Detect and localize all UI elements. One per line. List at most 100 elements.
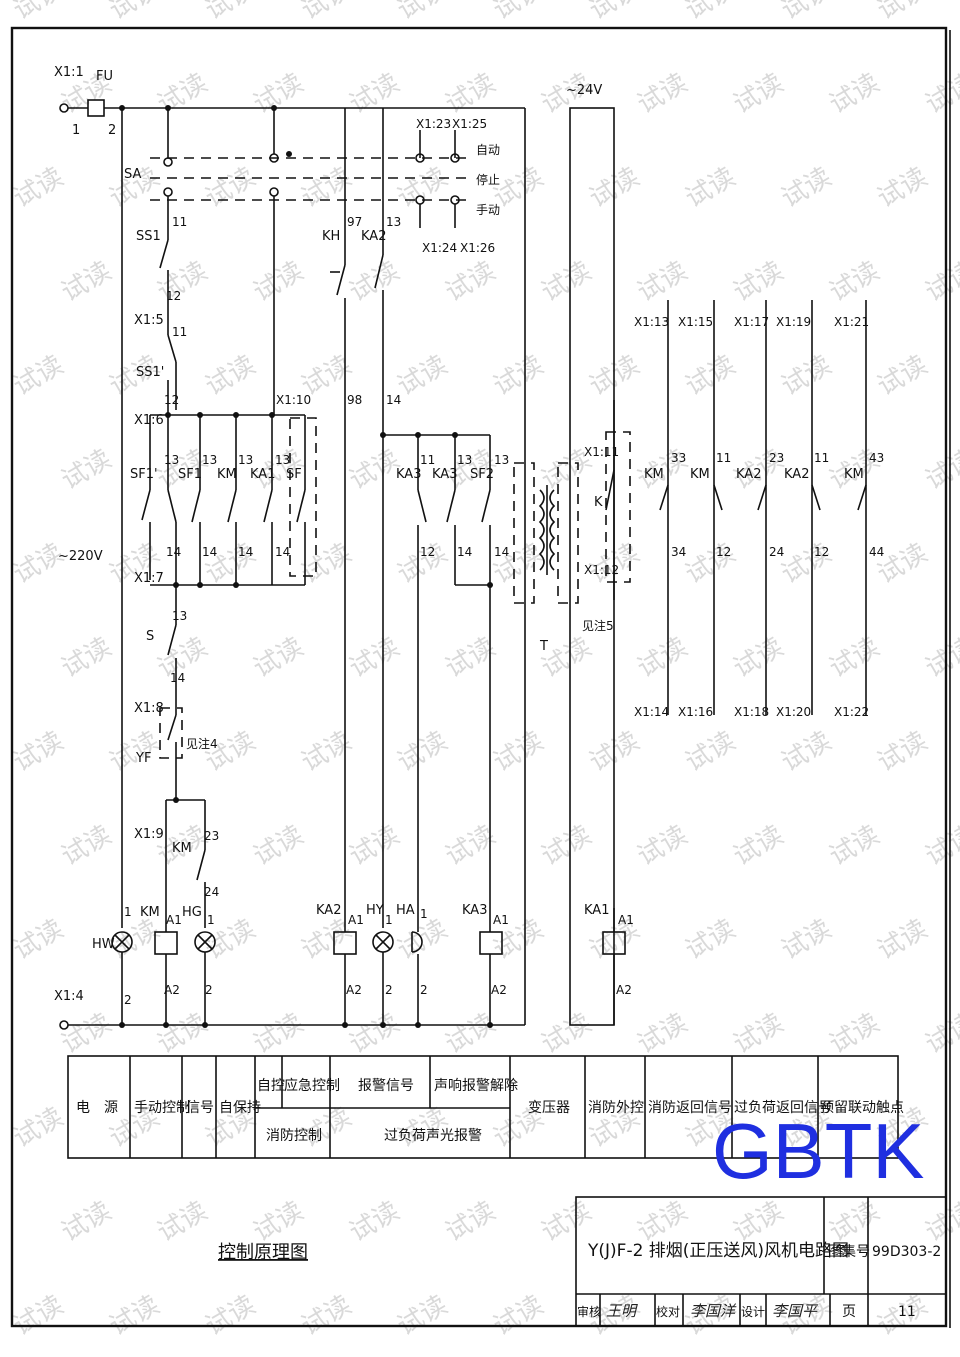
label-km-a1: A1 — [166, 913, 182, 927]
watermark-text: 试读 — [777, 350, 837, 402]
watermark-text: 试读 — [249, 256, 309, 308]
watermark-text: 试读 — [825, 256, 885, 308]
watermark-text: 试读 — [777, 726, 837, 778]
label-n14f: 14 — [386, 393, 401, 407]
label-ka3-11: KA3 — [396, 467, 421, 482]
watermark-text: 试读 — [345, 1196, 405, 1248]
watermark-text: 试读 — [825, 820, 885, 872]
label-n24b: 24 — [769, 545, 784, 559]
label-hg-1: 1 — [207, 913, 215, 927]
label-hy-1: 1 — [385, 913, 393, 927]
label-n44: 44 — [869, 545, 884, 559]
watermark-text: 试读 — [873, 914, 933, 966]
label-t2: 2 — [108, 123, 116, 138]
label-sf: SF — [286, 467, 302, 482]
watermark-text: 试读 — [873, 0, 933, 26]
label-n11a: 11 — [172, 215, 187, 229]
label-ha-1: 1 — [420, 907, 428, 921]
watermark-text: 试读 — [9, 538, 69, 590]
watermark-text: 试读 — [57, 1008, 117, 1060]
label-x1-17: X1:17 — [734, 315, 769, 329]
watermark-text: 试读 — [489, 0, 549, 26]
label-n14h: 14 — [494, 545, 509, 559]
watermark-text: 试读 — [681, 350, 741, 402]
watermark-text: 试读 — [729, 68, 789, 120]
watermark-text: 试读 — [441, 632, 501, 684]
design-signature: 李国平 — [772, 1302, 819, 1320]
label-n13a: 13 — [164, 453, 179, 467]
watermark-text: 试读 — [297, 162, 357, 214]
watermark-text: 试读 — [57, 820, 117, 872]
watermark-text: 试读 — [441, 256, 501, 308]
label-x1-4: X1:4 — [54, 989, 84, 1004]
cell-overload-return: 过负荷返回信号 — [734, 1100, 832, 1116]
label-n24: 24 — [204, 885, 219, 899]
cell-emergency: 应急控制 — [284, 1077, 340, 1094]
watermark-text: 试读 — [9, 914, 69, 966]
label-ka3-a1: A1 — [493, 913, 509, 927]
cell-manual-ctrl: 手动控制 — [134, 1100, 190, 1116]
label-x1-1: X1:1 — [54, 65, 84, 80]
watermark-text: 试读 — [105, 0, 165, 26]
label-n11b: 11 — [172, 325, 187, 339]
watermark-text: 试读 — [729, 632, 789, 684]
label-n34: 34 — [671, 545, 686, 559]
watermark-text: 试读 — [9, 726, 69, 778]
watermark-text: 试读 — [489, 726, 549, 778]
label-ka1-a2: A2 — [616, 983, 632, 997]
label-n13f: 13 — [386, 215, 401, 229]
watermark-text: 试读 — [537, 820, 597, 872]
label-ha-2: 2 — [420, 983, 428, 997]
transformer-coil — [538, 489, 545, 571]
watermark-text: 试读 — [9, 1290, 69, 1342]
label-ka1-contact: KA1 — [250, 467, 275, 482]
label-stop: 停止 — [476, 172, 500, 187]
label-ka2-a1: A1 — [348, 913, 364, 927]
watermark-text: 试读 — [681, 914, 741, 966]
watermark-text: 试读 — [873, 350, 933, 402]
label-ka3-13: KA3 — [432, 467, 457, 482]
label-ka3-a2: A2 — [491, 983, 507, 997]
watermark-text: 试读 — [9, 0, 69, 26]
watermark-text: 试读 — [921, 444, 960, 496]
watermark-text: 试读 — [441, 1196, 501, 1248]
watermark-text: 试读 — [105, 726, 165, 778]
watermark-text: 试读 — [345, 68, 405, 120]
watermark-text: 试读 — [585, 0, 645, 26]
label-see5: 见注5 — [582, 618, 614, 633]
watermark-text: 试读 — [633, 820, 693, 872]
label-hg: HG — [182, 905, 202, 920]
drawing-title: Y(J)F-2 排烟(正压送风)风机电路图 — [587, 1241, 849, 1261]
label-n13g: 13 — [457, 453, 472, 467]
label-n33: 33 — [671, 451, 686, 465]
drawing-frame — [10, 26, 948, 1328]
watermark-text: 试读 — [201, 162, 261, 214]
watermark-text: 试读 — [345, 256, 405, 308]
label-hw: HW — [92, 937, 115, 952]
cell-alarm-release: 声响报警解除 — [434, 1078, 518, 1094]
label-n14a: 14 — [166, 545, 181, 559]
watermark-text: 试读 — [249, 68, 309, 120]
caption: 控制原理图 — [218, 1242, 308, 1263]
label-n11d: 11 — [716, 451, 731, 465]
label-ka2-a2: A2 — [346, 983, 362, 997]
label-x1-19: X1:19 — [776, 315, 811, 329]
label-n13h: 13 — [494, 453, 509, 467]
label-n98: 98 — [347, 393, 362, 407]
cell-self-hold: 自保持 — [219, 1100, 261, 1116]
brand-logo: GBTK — [712, 1107, 924, 1195]
label-n14e: 14 — [170, 671, 185, 685]
label-x1-16: X1:16 — [678, 705, 713, 719]
label-x1-14: X1:14 — [634, 705, 669, 719]
design-label: 设计 — [741, 1305, 765, 1319]
atlas-number: 99D303-2 — [872, 1244, 941, 1260]
label-km-23: KM — [172, 841, 192, 856]
label-manual: 手动 — [476, 203, 500, 217]
watermark-text: 试读 — [9, 350, 69, 402]
title-block: 控制原理图 Y(J)F-2 排烟(正压送风)风机电路图 图集号 99D303-2… — [218, 1196, 947, 1327]
label-220v: ~220V — [58, 549, 103, 564]
label-n13c: 13 — [238, 453, 253, 467]
review-label: 审核 — [577, 1304, 601, 1319]
watermark-text: 试读 — [249, 1008, 309, 1060]
watermark-text: 试读 — [729, 1008, 789, 1060]
